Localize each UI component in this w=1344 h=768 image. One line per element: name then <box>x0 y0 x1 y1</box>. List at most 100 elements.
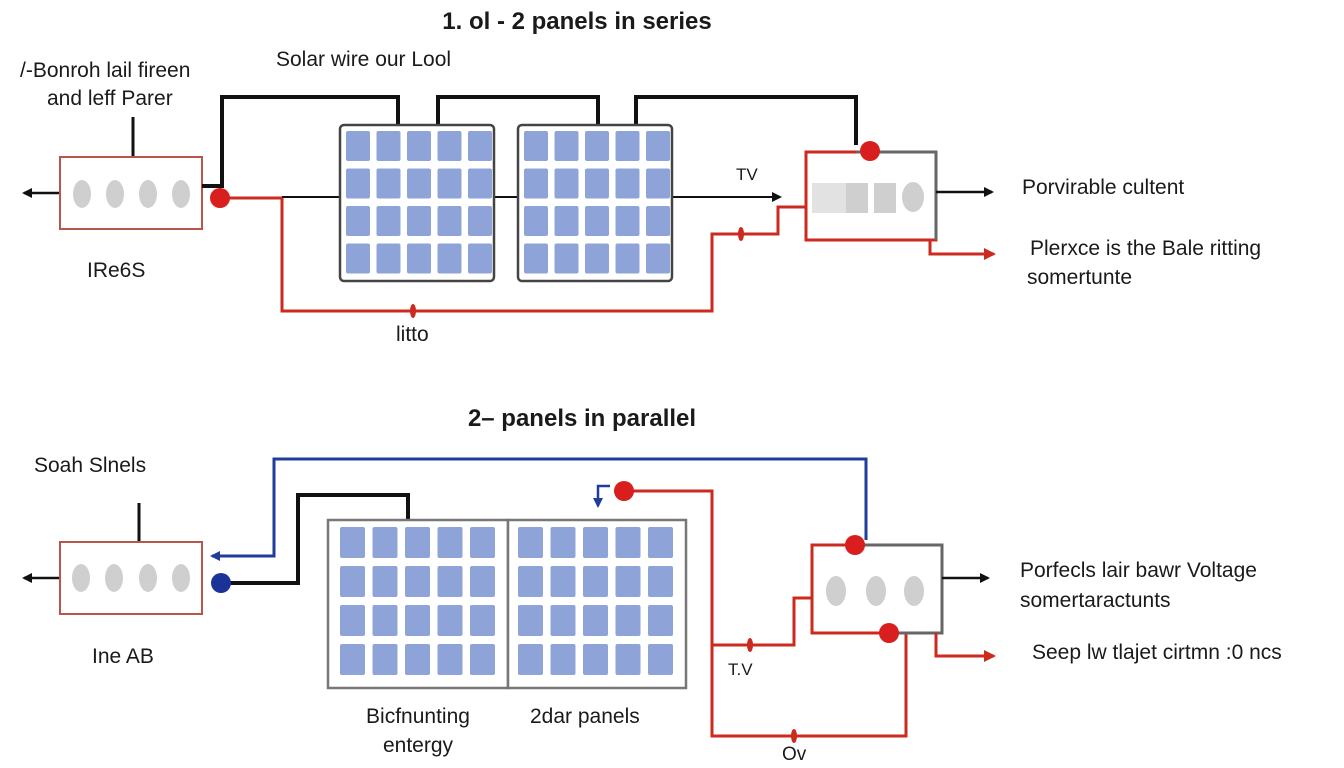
solar-cell <box>470 566 495 597</box>
solar-cell <box>340 644 365 675</box>
solar-cell <box>646 168 670 199</box>
series-controller-terminal-dot <box>860 141 880 161</box>
series-wire-tick-1 <box>410 304 416 318</box>
parallel-controller <box>810 543 996 662</box>
solar-cell <box>376 131 401 161</box>
series-left-label-line2: and leff Parer <box>47 87 173 110</box>
parallel-blue-wire <box>210 457 868 561</box>
series-red-output-arrow-icon <box>928 240 996 260</box>
parallel-left-box <box>22 503 203 615</box>
solar-cell <box>524 168 548 199</box>
solar-cell <box>372 605 398 636</box>
solar-cell <box>346 206 370 236</box>
parallel-wire-tick-2 <box>791 729 797 743</box>
solar-cell <box>340 605 365 636</box>
solar-cell <box>372 566 398 597</box>
solar-cell <box>376 206 401 236</box>
solar-cell <box>468 131 492 161</box>
solar-cell <box>407 168 431 199</box>
solar-cell <box>372 644 398 675</box>
solar-cell <box>524 206 548 236</box>
solar-cell <box>615 206 640 236</box>
solar-cell <box>470 605 495 636</box>
solar-cell <box>468 243 492 274</box>
solar-cell <box>405 605 430 636</box>
solar-cell <box>583 605 608 636</box>
solar-cell <box>615 566 641 597</box>
solar-cell <box>583 644 608 675</box>
series-title: 1. ol - 2 panels in series <box>442 8 712 35</box>
solar-cell <box>340 566 365 597</box>
parallel-mid-wire <box>712 596 812 647</box>
series-left-box <box>22 117 203 230</box>
series-positive-wire <box>220 196 808 313</box>
series-bottom-wire-label: litto <box>396 323 429 346</box>
parallel-negative-wire <box>222 493 410 585</box>
solar-cell <box>583 527 608 558</box>
solar-cell <box>405 566 430 597</box>
parallel-wires <box>210 457 908 738</box>
parallel-controller-terminal-dot-1 <box>845 535 865 555</box>
parallel-down-arrow-icon <box>593 484 610 508</box>
series-left-box-label: IRe6S <box>87 259 146 282</box>
series-wire-label-tv: TV <box>736 165 758 184</box>
series-controller <box>804 150 996 260</box>
solar-cell <box>615 527 641 558</box>
solar-cell <box>585 243 609 274</box>
solar-cell <box>554 168 579 199</box>
solar-cell <box>437 566 463 597</box>
solar-cell <box>648 527 673 558</box>
solar-cell <box>376 168 401 199</box>
solar-cell <box>585 168 609 199</box>
solar-cell <box>615 131 640 161</box>
solar-cell <box>554 131 579 161</box>
solar-cell <box>340 527 365 558</box>
solar-cell <box>550 605 576 636</box>
solar-cell <box>372 527 398 558</box>
parallel-red-output-arrow-icon <box>934 633 996 662</box>
parallel-right-label-2: Seep lw tlajet cirtmn :0 ncs <box>1032 641 1282 664</box>
series-right-label-2-line2: somertunte <box>1027 266 1133 289</box>
solar-cell <box>518 527 543 558</box>
solar-cell <box>646 243 670 274</box>
parallel-wire-label-tv: T.V <box>728 660 753 679</box>
parallel-top-terminal-dot <box>614 481 634 501</box>
solar-cell <box>346 168 370 199</box>
solar-cell <box>437 605 463 636</box>
parallel-left-box-label: Ine AB <box>92 645 154 668</box>
solar-cell <box>648 605 673 636</box>
solar-cell <box>437 243 462 274</box>
series-top-label: Solar wire our Lool <box>276 48 452 71</box>
series-left-terminal-dot <box>210 188 230 208</box>
solar-cell <box>615 605 641 636</box>
solar-cell <box>554 206 579 236</box>
solar-cell <box>585 131 609 161</box>
series-output-wire <box>634 95 858 145</box>
solar-cell <box>407 206 431 236</box>
solar-cell <box>468 168 492 199</box>
solar-cell <box>376 243 401 274</box>
parallel-positive-wire <box>624 489 908 738</box>
solar-cell <box>346 131 370 161</box>
solar-cell <box>583 566 608 597</box>
series-left-label-line1: /-Bonroh lail fireen <box>20 59 191 82</box>
solar-cell <box>615 168 640 199</box>
parallel-controller-terminal-dot-2 <box>879 623 899 643</box>
parallel-left-label: Soah Slnels <box>34 454 147 477</box>
solar-cell <box>648 566 673 597</box>
solar-cell <box>524 243 548 274</box>
series-panel-link-wire <box>436 95 600 127</box>
solar-cell <box>550 566 576 597</box>
solar-cell <box>518 605 543 636</box>
solar-cell <box>550 644 576 675</box>
parallel-title: 2– panels in parallel <box>467 405 697 432</box>
solar-cell <box>437 527 463 558</box>
solar-cell <box>405 644 430 675</box>
parallel-panel-2 <box>506 518 688 690</box>
parallel-right-label-1-line2: somertaractunts <box>1020 589 1171 612</box>
solar-cell <box>405 527 430 558</box>
parallel-left-terminal-dot <box>211 573 231 593</box>
solar-cell <box>407 243 431 274</box>
panel-left-label-line2: entergy <box>382 734 454 757</box>
